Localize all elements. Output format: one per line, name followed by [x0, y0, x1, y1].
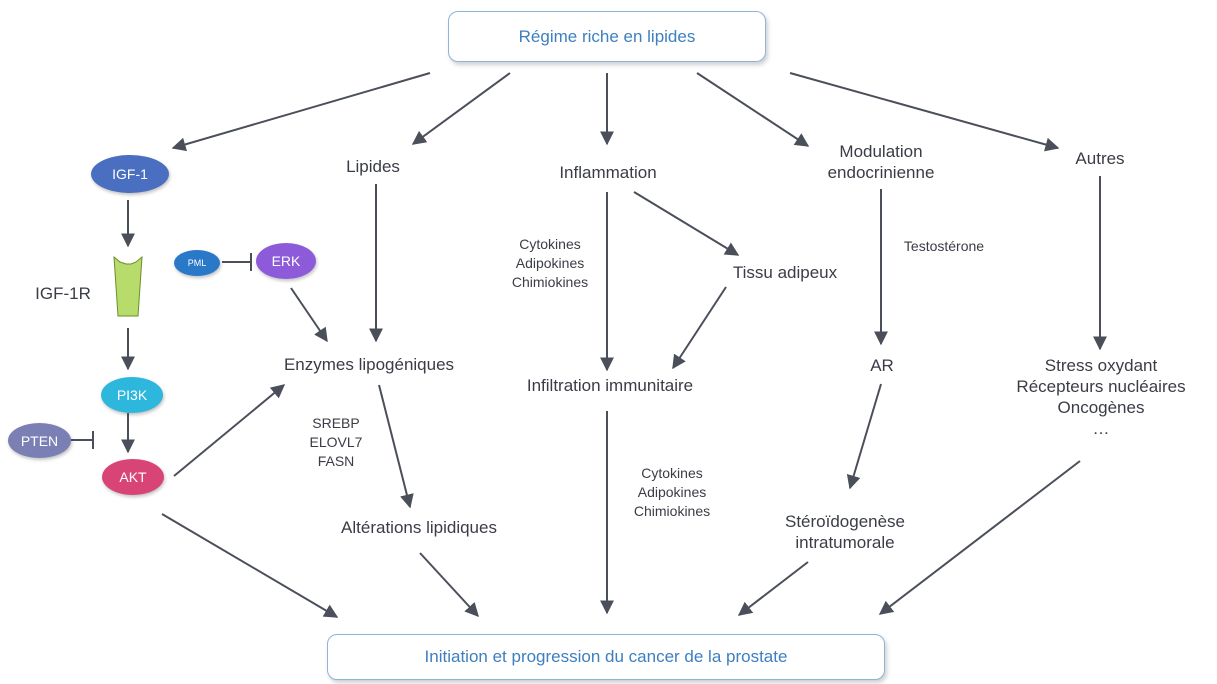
pi3k-node: PI3K [101, 377, 163, 413]
akt-node: AKT [102, 459, 164, 495]
modulation-line: endocrinienne [827, 163, 935, 182]
arrow-ar-to-steroido [846, 383, 882, 490]
alterations-label: Altérations lipidiques [341, 518, 497, 537]
cytokines-bottom-item: Adipokines [637, 484, 707, 500]
enzymes-label: Enzymes lipogéniques [283, 355, 455, 374]
arrow-erk-to-enzymes [290, 287, 328, 343]
cytokines-bottom-item: Chimiokines [633, 503, 711, 519]
arrow-steroido-to-cancer [737, 561, 809, 616]
enzymes-list-item: ELOVL7 [309, 434, 363, 450]
enzymes-list: SREBP ELOVL7 FASN [310, 414, 363, 471]
inflammation-label: Inflammation [559, 163, 657, 182]
arrow-akt-to-enzymes [173, 384, 286, 477]
igf1r-label: IGF-1R [35, 284, 91, 303]
modulation-label: Modulation endocrinienne [828, 141, 935, 183]
testosterone-label: Testostérone [903, 238, 985, 254]
erk-node: ERK [256, 243, 316, 279]
infiltration-label: Infiltration immunitaire [526, 376, 694, 395]
arrow-regime-to-lipides [411, 72, 511, 145]
lipides-label: Lipides [346, 157, 400, 176]
pml-node: PML [174, 250, 220, 276]
ar-label: AR [870, 356, 894, 375]
arrow-list-to-cancer [878, 460, 1081, 615]
steroido-line: intratumorale [795, 533, 895, 552]
cancer-box: Initiation et progression du cancer de l… [327, 634, 885, 680]
igf1r-receptor-shape [113, 255, 143, 317]
enzymes-list-item: FASN [317, 453, 355, 469]
arrow-regime-to-igf1 [171, 72, 431, 152]
steroido-line: Stéroïdogenèse [784, 512, 906, 531]
arrow-enzymes-to-alterations [378, 384, 414, 509]
arrow-regime-to-modulation [696, 72, 810, 147]
autres-label: Autres [1075, 149, 1125, 168]
autres-list-item: Stress oxydant [1044, 356, 1158, 375]
arrow-inflammation-to-tissu [633, 191, 740, 256]
cytokines-top-item: Chimiokines [511, 274, 589, 290]
igf1-node: IGF-1 [91, 155, 169, 193]
tissu-label: Tissu adipeux [732, 263, 838, 282]
enzymes-list-item: SREBP [312, 415, 360, 431]
arrow-regime-to-autres [789, 72, 1060, 152]
arrow-tissu-to-infiltration [672, 286, 727, 370]
steroido-label: Stéroïdogenèse intratumorale [785, 511, 905, 553]
arrow-alterations-to-cancer [419, 552, 479, 618]
cytokines-top-list: Cytokines Adipokines Chimiokines [512, 235, 588, 292]
cytokines-top-item: Adipokines [515, 255, 585, 271]
cytokines-top-item: Cytokines [519, 236, 581, 252]
cytokines-bottom-item: Cytokines [641, 465, 703, 481]
regime-box: Régime riche en lipides [448, 11, 766, 62]
autres-list-item: Récepteurs nucléaires [1016, 377, 1186, 396]
autres-list-item: … [1092, 419, 1110, 438]
autres-list-item: Oncogènes [1057, 398, 1145, 417]
arrow-akt-to-cancer [161, 513, 339, 618]
pten-node: PTEN [8, 423, 71, 458]
cytokines-bottom-list: Cytokines Adipokines Chimiokines [634, 464, 710, 521]
modulation-line: Modulation [839, 142, 923, 161]
autres-list: Stress oxydant Récepteurs nucléaires Onc… [1016, 355, 1185, 439]
